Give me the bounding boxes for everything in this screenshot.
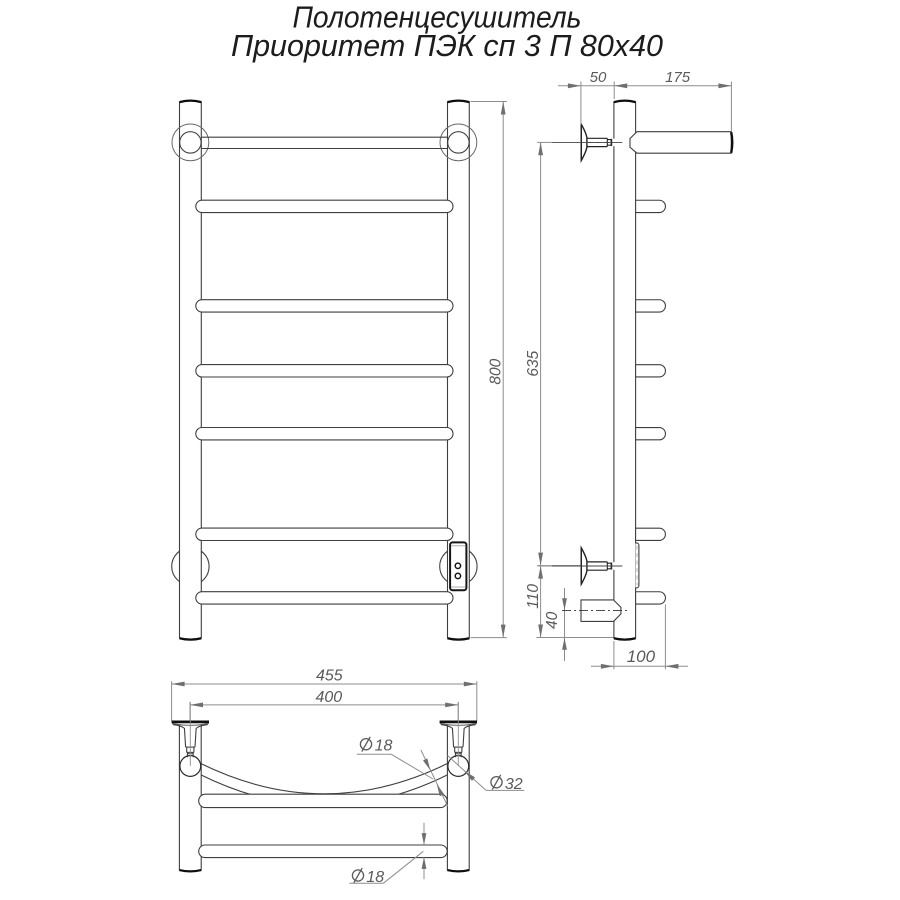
svg-text:Приоритет ПЭК сп 3 П 80х40: Приоритет ПЭК сп 3 П 80х40 bbox=[231, 28, 663, 63]
svg-text:110: 110 bbox=[525, 584, 542, 609]
svg-text:18: 18 bbox=[366, 869, 384, 886]
svg-text:455: 455 bbox=[316, 667, 343, 684]
svg-text:100: 100 bbox=[627, 647, 656, 666]
svg-text:40: 40 bbox=[544, 611, 561, 629]
svg-text:400: 400 bbox=[315, 689, 342, 706]
svg-text:635: 635 bbox=[525, 350, 542, 376]
svg-text:50: 50 bbox=[590, 69, 607, 86]
svg-text:175: 175 bbox=[665, 69, 691, 86]
svg-text:32: 32 bbox=[505, 776, 523, 793]
svg-text:800: 800 bbox=[488, 358, 505, 384]
svg-text:18: 18 bbox=[375, 737, 393, 754]
svg-text:Полотенцесушитель: Полотенцесушитель bbox=[293, 0, 582, 35]
